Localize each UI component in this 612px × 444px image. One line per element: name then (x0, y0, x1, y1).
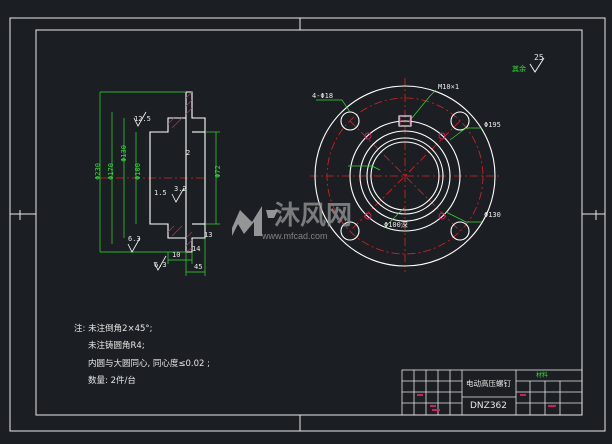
dim-14: 14 (192, 245, 201, 253)
dim-d100-depth: Φ100深 (384, 221, 408, 229)
watermark-brand: 沐风网 (274, 200, 353, 230)
section-view (99, 91, 220, 276)
dim-10: 10 (172, 251, 181, 259)
dim-d130-plan: Φ130 (484, 211, 501, 219)
plan-view (310, 78, 500, 272)
title-block-marks (417, 394, 556, 411)
dim-d170: Φ170 (106, 163, 115, 180)
surface-roughness-symbol (529, 57, 545, 73)
drawing-number: DNZ362 (470, 401, 508, 411)
roughness-label: 其余 (512, 65, 526, 73)
frame-ticks (10, 18, 605, 431)
dim-holes: 4-Φ18 (312, 92, 334, 100)
dim-rough-63b: 6.3 (154, 261, 167, 269)
watermark-url: www.mfcad.com (262, 231, 328, 241)
note-line-4: 数量: 2件/台 (88, 376, 136, 386)
dim-d130: Φ130 (119, 145, 128, 162)
note-line-3: 内圆与大圆同心, 同心度≤0.02 ; (88, 359, 211, 369)
dim-chamfer: 1.5 (154, 189, 167, 197)
roughness-value: 25 (534, 53, 544, 62)
dim-thread: M10×1 (438, 83, 460, 91)
watermark-logo (232, 206, 278, 236)
dim-13: 13 (204, 231, 213, 239)
material-label: 材料 (536, 372, 549, 379)
dim-d100: Φ100 (133, 163, 142, 180)
dim-45: 45 (194, 263, 203, 271)
drawing-frame (9, 17, 606, 432)
dim-d195: Φ195 (484, 121, 501, 129)
part-name: 电动高压螺钉 (466, 379, 511, 388)
dim-r2: 2 (186, 149, 191, 157)
title-block (401, 369, 583, 416)
dim-rough-125: 12.5 (134, 115, 151, 123)
note-line-2: 未注铸圆角R4; (88, 341, 145, 351)
note-line-1: 注: 未注倒角2×45°; (74, 324, 153, 334)
dim-rough-63: 6.3 (128, 235, 141, 243)
dim-d72: Φ72 (213, 165, 222, 178)
dim-d230: Φ230 (93, 163, 102, 180)
dim-rough-32: 3.2 (174, 185, 187, 193)
